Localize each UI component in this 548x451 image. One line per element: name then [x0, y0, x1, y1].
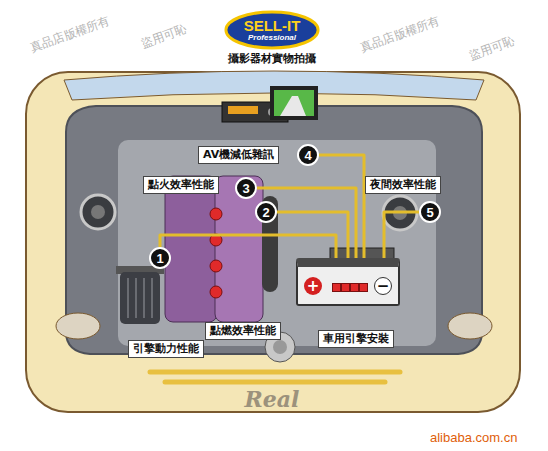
label-text: 點火效率性能	[148, 178, 214, 191]
battery: +−	[296, 258, 400, 306]
engine-block	[165, 176, 217, 322]
wire	[277, 212, 348, 258]
callout-text: 5	[426, 205, 433, 220]
label-box: 引擎動力性能	[128, 340, 204, 358]
site-mark: alibaba.com.cn	[430, 430, 517, 445]
screen-road	[280, 96, 306, 116]
monitor	[270, 86, 318, 120]
callout-text: 2	[262, 205, 269, 220]
watermark: 真品店版權所有	[358, 12, 443, 57]
wire	[384, 212, 419, 258]
callout-number: 1	[149, 247, 171, 269]
car-body	[26, 72, 520, 412]
terminal-sign: −	[374, 277, 392, 295]
label-text: 夜間效率性能	[370, 178, 436, 191]
label-text: AV機減低雜訊	[203, 148, 274, 161]
grille	[150, 370, 400, 375]
spark-plug	[210, 286, 222, 298]
watermark: 盜用可恥	[467, 32, 518, 64]
subtitle: 攝影器材實物拍攝	[228, 51, 316, 66]
bay-panel	[118, 140, 436, 346]
label-box: 車用引擎安裝	[318, 330, 394, 348]
label-text: 車用引擎安裝	[323, 332, 389, 345]
callout-number: 2	[255, 201, 277, 223]
spark-plug	[210, 208, 222, 220]
callout-text: 4	[304, 148, 311, 163]
terminal-sign: +	[304, 277, 322, 295]
label-box: 夜間效率性能	[365, 176, 441, 194]
watermark: 盜用可恥	[139, 20, 190, 52]
engine-bay	[66, 106, 482, 354]
callout-text: 1	[156, 251, 163, 266]
fuel-cap-center	[273, 340, 287, 354]
battery-cell	[341, 283, 350, 292]
headlight	[448, 313, 492, 339]
wire	[257, 188, 356, 258]
battery-cell	[359, 283, 368, 292]
label-box: 點燃效率性能	[205, 322, 281, 340]
filter	[120, 272, 160, 324]
filter-ribs	[128, 278, 152, 318]
spark-plug	[210, 260, 222, 272]
brand-logo: SELL-ITProfessional	[224, 10, 320, 50]
stereo-display	[228, 106, 258, 114]
speaker-cone	[91, 205, 105, 219]
speaker	[81, 195, 115, 229]
label-text: 點燃效率性能	[210, 324, 276, 337]
wire	[319, 155, 364, 258]
battery-cell	[332, 283, 341, 292]
callout-number: 3	[235, 177, 257, 199]
grille	[165, 380, 385, 385]
logo-text: Professional	[248, 33, 296, 42]
callout-number: 4	[297, 144, 319, 166]
callout-number: 5	[419, 201, 441, 223]
monitor-screen	[274, 90, 314, 116]
engine-head	[215, 176, 263, 322]
logo-text: SELL-IT	[244, 18, 301, 33]
wire	[160, 235, 336, 258]
label-box: 點火效率性能	[143, 176, 219, 194]
label-box: AV機減低雜訊	[198, 146, 279, 164]
watermark: 真品店版權所有	[28, 12, 113, 57]
logo-ellipse	[226, 12, 318, 48]
headlight	[56, 313, 100, 339]
watermark-logo: Real	[245, 386, 300, 412]
label-text: 引擎動力性能	[133, 342, 199, 355]
battery-cell	[350, 283, 359, 292]
callout-text: 3	[242, 181, 249, 196]
